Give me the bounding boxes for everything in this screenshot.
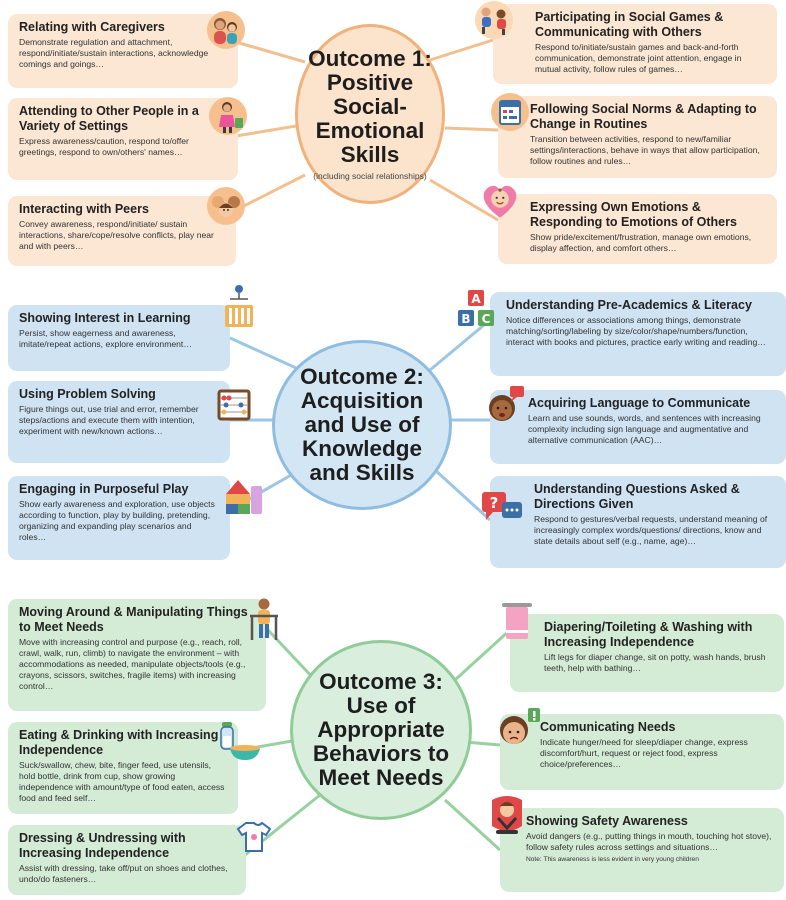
relating-with-caregivers-card: Relating with Caregivers Demonstrate reg… (8, 14, 238, 88)
card-description: Respond to gestures/verbal requests, und… (534, 514, 768, 546)
card-description: Lift legs for diaper change, sit on pott… (544, 652, 766, 673)
communicating-needs-card: Communicating Needs Indicate hunger/need… (500, 714, 784, 790)
expressing-own-emotions-card: Expressing Own Emotions & Responding to … (498, 194, 777, 264)
card-title: Using Problem Solving (19, 387, 156, 401)
card-title: Interacting with Peers (19, 202, 149, 216)
group-of-children-icon (207, 187, 245, 225)
card-title: Attending to Other People in a Variety o… (19, 104, 199, 133)
card-description: Transition between activities, respond t… (530, 134, 760, 166)
outcome-1-subtitle: (including social relationships) (313, 171, 427, 181)
attending-to-other-people-card: Attending to Other People in a Variety o… (8, 98, 238, 180)
svg-text:B: B (461, 312, 470, 326)
moving-around-card: Moving Around & Manipulating Things to M… (8, 599, 266, 711)
card-title: Communicating Needs (540, 720, 676, 734)
card-description: Indicate hunger/need for sleep/diaper ch… (540, 737, 748, 769)
child-waving-icon (209, 97, 247, 135)
showing-interest-in-learning-card: Showing Interest in Learning Persist, sh… (8, 305, 230, 371)
abacus-icon (217, 389, 251, 421)
question-chat-icon: ? (482, 492, 522, 520)
calendar-icon (491, 93, 529, 131)
card-description: Avoid dangers (e.g., putting things in m… (526, 831, 772, 852)
card-title: Showing Interest in Learning (19, 311, 191, 325)
showing-safety-awareness-card: Showing Safety Awareness Avoid dangers (… (500, 808, 784, 892)
parent-and-child-icon (207, 11, 245, 49)
abc-blocks-icon: A B C (458, 290, 494, 326)
understanding-questions-card: Understanding Questions Asked & Directio… (490, 476, 786, 568)
safety-note: Note: This awareness is less evident in … (526, 856, 699, 863)
card-description: Convey awareness, respond/initiate/ sust… (19, 219, 214, 251)
svg-text:A: A (471, 292, 481, 306)
card-title: Eating & Drinking with Increasing Indepe… (19, 728, 219, 757)
toy-blocks-icon (226, 480, 262, 514)
child-speech-bubble-icon (489, 386, 524, 421)
card-description: Show pride/excitement/frustration, manag… (530, 232, 752, 253)
card-title: Expressing Own Emotions & Responding to … (530, 200, 737, 229)
outcome-3-title: Outcome 3: Use of Appropriate Behaviors … (312, 669, 450, 790)
interacting-with-peers-card: Interacting with Peers Convey awareness,… (8, 196, 236, 266)
card-description: Show early awareness and exploration, us… (19, 499, 215, 542)
crib-mobile-icon (225, 285, 253, 327)
card-description: Respond to/initiate/sustain games and ba… (535, 42, 742, 74)
outcome-1-circle: Outcome 1: Positive Social-Emotional Ski… (295, 24, 445, 204)
dressing-and-undressing-card: Dressing & Undressing with Increasing In… (8, 825, 246, 895)
card-title: Dressing & Undressing with Increasing In… (19, 831, 186, 860)
outcome-3-circle: Outcome 3: Use of Appropriate Behaviors … (290, 640, 472, 820)
participating-in-social-games-card: Participating in Social Games & Communic… (493, 4, 777, 84)
child-alert-icon (500, 708, 540, 744)
outcome-2-title: Outcome 2: Acquisition and Use of Knowle… (300, 364, 424, 485)
following-social-norms-card: Following Social Norms & Adapting to Cha… (498, 96, 777, 178)
car-seat-icon (492, 796, 522, 834)
card-title: Following Social Norms & Adapting to Cha… (530, 102, 757, 131)
card-description: Suck/swallow, chew, bite, finger feed, u… (19, 760, 225, 803)
towel-icon (502, 603, 532, 639)
card-description: Learn and use sounds, words, and sentenc… (528, 413, 761, 445)
card-title: Understanding Questions Asked & Directio… (534, 482, 740, 511)
card-description: Express awareness/caution, respond to/of… (19, 136, 189, 157)
card-title: Acquiring Language to Communicate (528, 396, 751, 410)
outcome-2-circle: Outcome 2: Acquisition and Use of Knowle… (272, 340, 452, 510)
eating-and-drinking-card: Eating & Drinking with Increasing Indepe… (8, 722, 238, 814)
outcome-1-title: Outcome 1: Positive Social-Emotional Ski… (308, 46, 432, 167)
using-problem-solving-card: Using Problem Solving Figure things out,… (8, 381, 230, 463)
card-title: Relating with Caregivers (19, 20, 165, 34)
acquiring-language-card: Acquiring Language to Communicate Learn … (490, 390, 786, 464)
baby-shirt-icon (236, 821, 272, 852)
children-playing-icon (475, 1, 513, 39)
bottle-and-bowl-icon (220, 722, 260, 760)
baby-in-heart-icon (483, 185, 517, 218)
card-description: Move with increasing control and purpose… (19, 637, 246, 691)
card-description: Notice differences or associations among… (506, 315, 766, 347)
card-description: Assist with dressing, take off/put on sh… (19, 863, 228, 884)
understanding-pre-academics-card: Understanding Pre-Academics & Literacy N… (490, 292, 786, 376)
card-title: Understanding Pre-Academics & Literacy (506, 298, 752, 312)
card-title: Participating in Social Games & Communic… (535, 10, 724, 39)
svg-text:?: ? (490, 494, 499, 512)
card-title: Moving Around & Manipulating Things to M… (19, 605, 248, 634)
card-title: Engaging in Purposeful Play (19, 482, 189, 496)
engaging-in-purposeful-play-card: Engaging in Purposeful Play Show early a… (8, 476, 230, 560)
card-description: Persist, show eagerness and awareness, i… (19, 328, 192, 349)
child-walker-icon (250, 598, 278, 640)
card-title: Showing Safety Awareness (526, 814, 688, 828)
card-description: Demonstrate regulation and attachment, r… (19, 37, 209, 69)
card-title: Diapering/Toileting & Washing with Incre… (544, 620, 753, 649)
diapering-toileting-card: Diapering/Toileting & Washing with Incre… (510, 614, 784, 692)
svg-text:C: C (482, 312, 491, 326)
card-description: Figure things out, use trial and error, … (19, 404, 199, 436)
